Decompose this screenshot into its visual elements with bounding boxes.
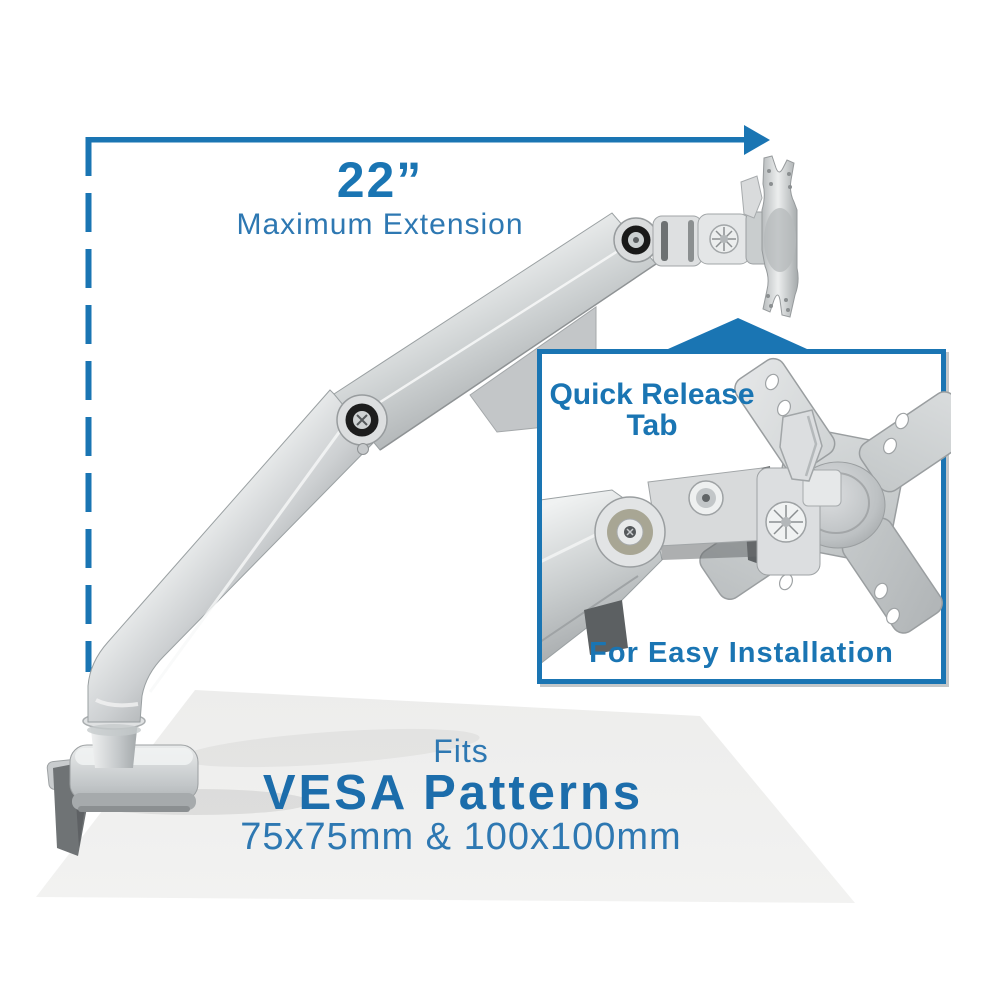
callout-caption: For Easy Installation <box>589 637 894 669</box>
inset-hinge-link <box>647 467 769 547</box>
plate-boss-edge <box>764 208 796 272</box>
elbow-screw-icon <box>356 414 368 426</box>
lower-arm <box>87 389 379 723</box>
knee-highlight <box>95 698 139 708</box>
quick-release-tab-main <box>740 175 763 219</box>
compatibility-title: VESA Patterns <box>262 766 644 820</box>
upper-arm-bottom-edge <box>379 263 657 451</box>
base-bottom-edge <box>78 806 190 812</box>
callout-title-line1: Quick Release <box>549 378 755 411</box>
callout-pointer-icon <box>668 318 807 349</box>
base-lower-lip <box>72 793 196 810</box>
extension-label: Maximum Extension <box>236 208 524 241</box>
callout-inset-photo <box>542 357 951 664</box>
inset-tab-shade <box>804 415 818 477</box>
hinge-assembly <box>652 211 781 267</box>
inset-under-clip <box>584 600 628 655</box>
elbow-set-screw <box>357 443 369 455</box>
upper-arm-seam <box>351 240 633 422</box>
hex-socket-icon <box>626 528 634 536</box>
lower-arm-seam <box>148 419 350 693</box>
inset-arm-end-washer <box>594 496 666 568</box>
compatibility-intro: Fits <box>433 733 489 769</box>
vesa-plate-edge <box>740 155 799 318</box>
inset-latch-block <box>802 469 842 507</box>
dimension-arrow-icon <box>744 125 770 155</box>
arm-shadow <box>180 728 480 768</box>
callout-title: Quick Release Tab <box>544 378 760 442</box>
compatibility-sizes: 75x75mm & 100x100mm <box>240 816 682 858</box>
elbow-joint <box>336 394 388 455</box>
wrist-joint <box>613 217 659 263</box>
dimension-line <box>86 125 770 155</box>
desk-surface <box>36 690 855 903</box>
extension-value: 22” <box>336 152 424 208</box>
callout-title-line2: Tab <box>626 408 678 442</box>
vesa-holes <box>766 169 792 312</box>
callout-box: Quick Release Tab For Easy Installation <box>537 349 951 684</box>
